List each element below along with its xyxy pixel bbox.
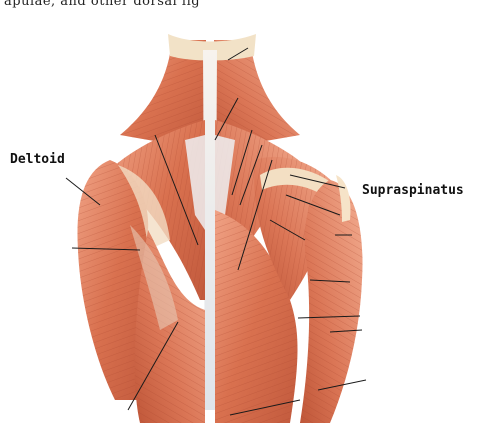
supraspinatus-label: Supraspinatus: [362, 183, 464, 198]
deltoid-label: Deltoid: [10, 152, 65, 167]
